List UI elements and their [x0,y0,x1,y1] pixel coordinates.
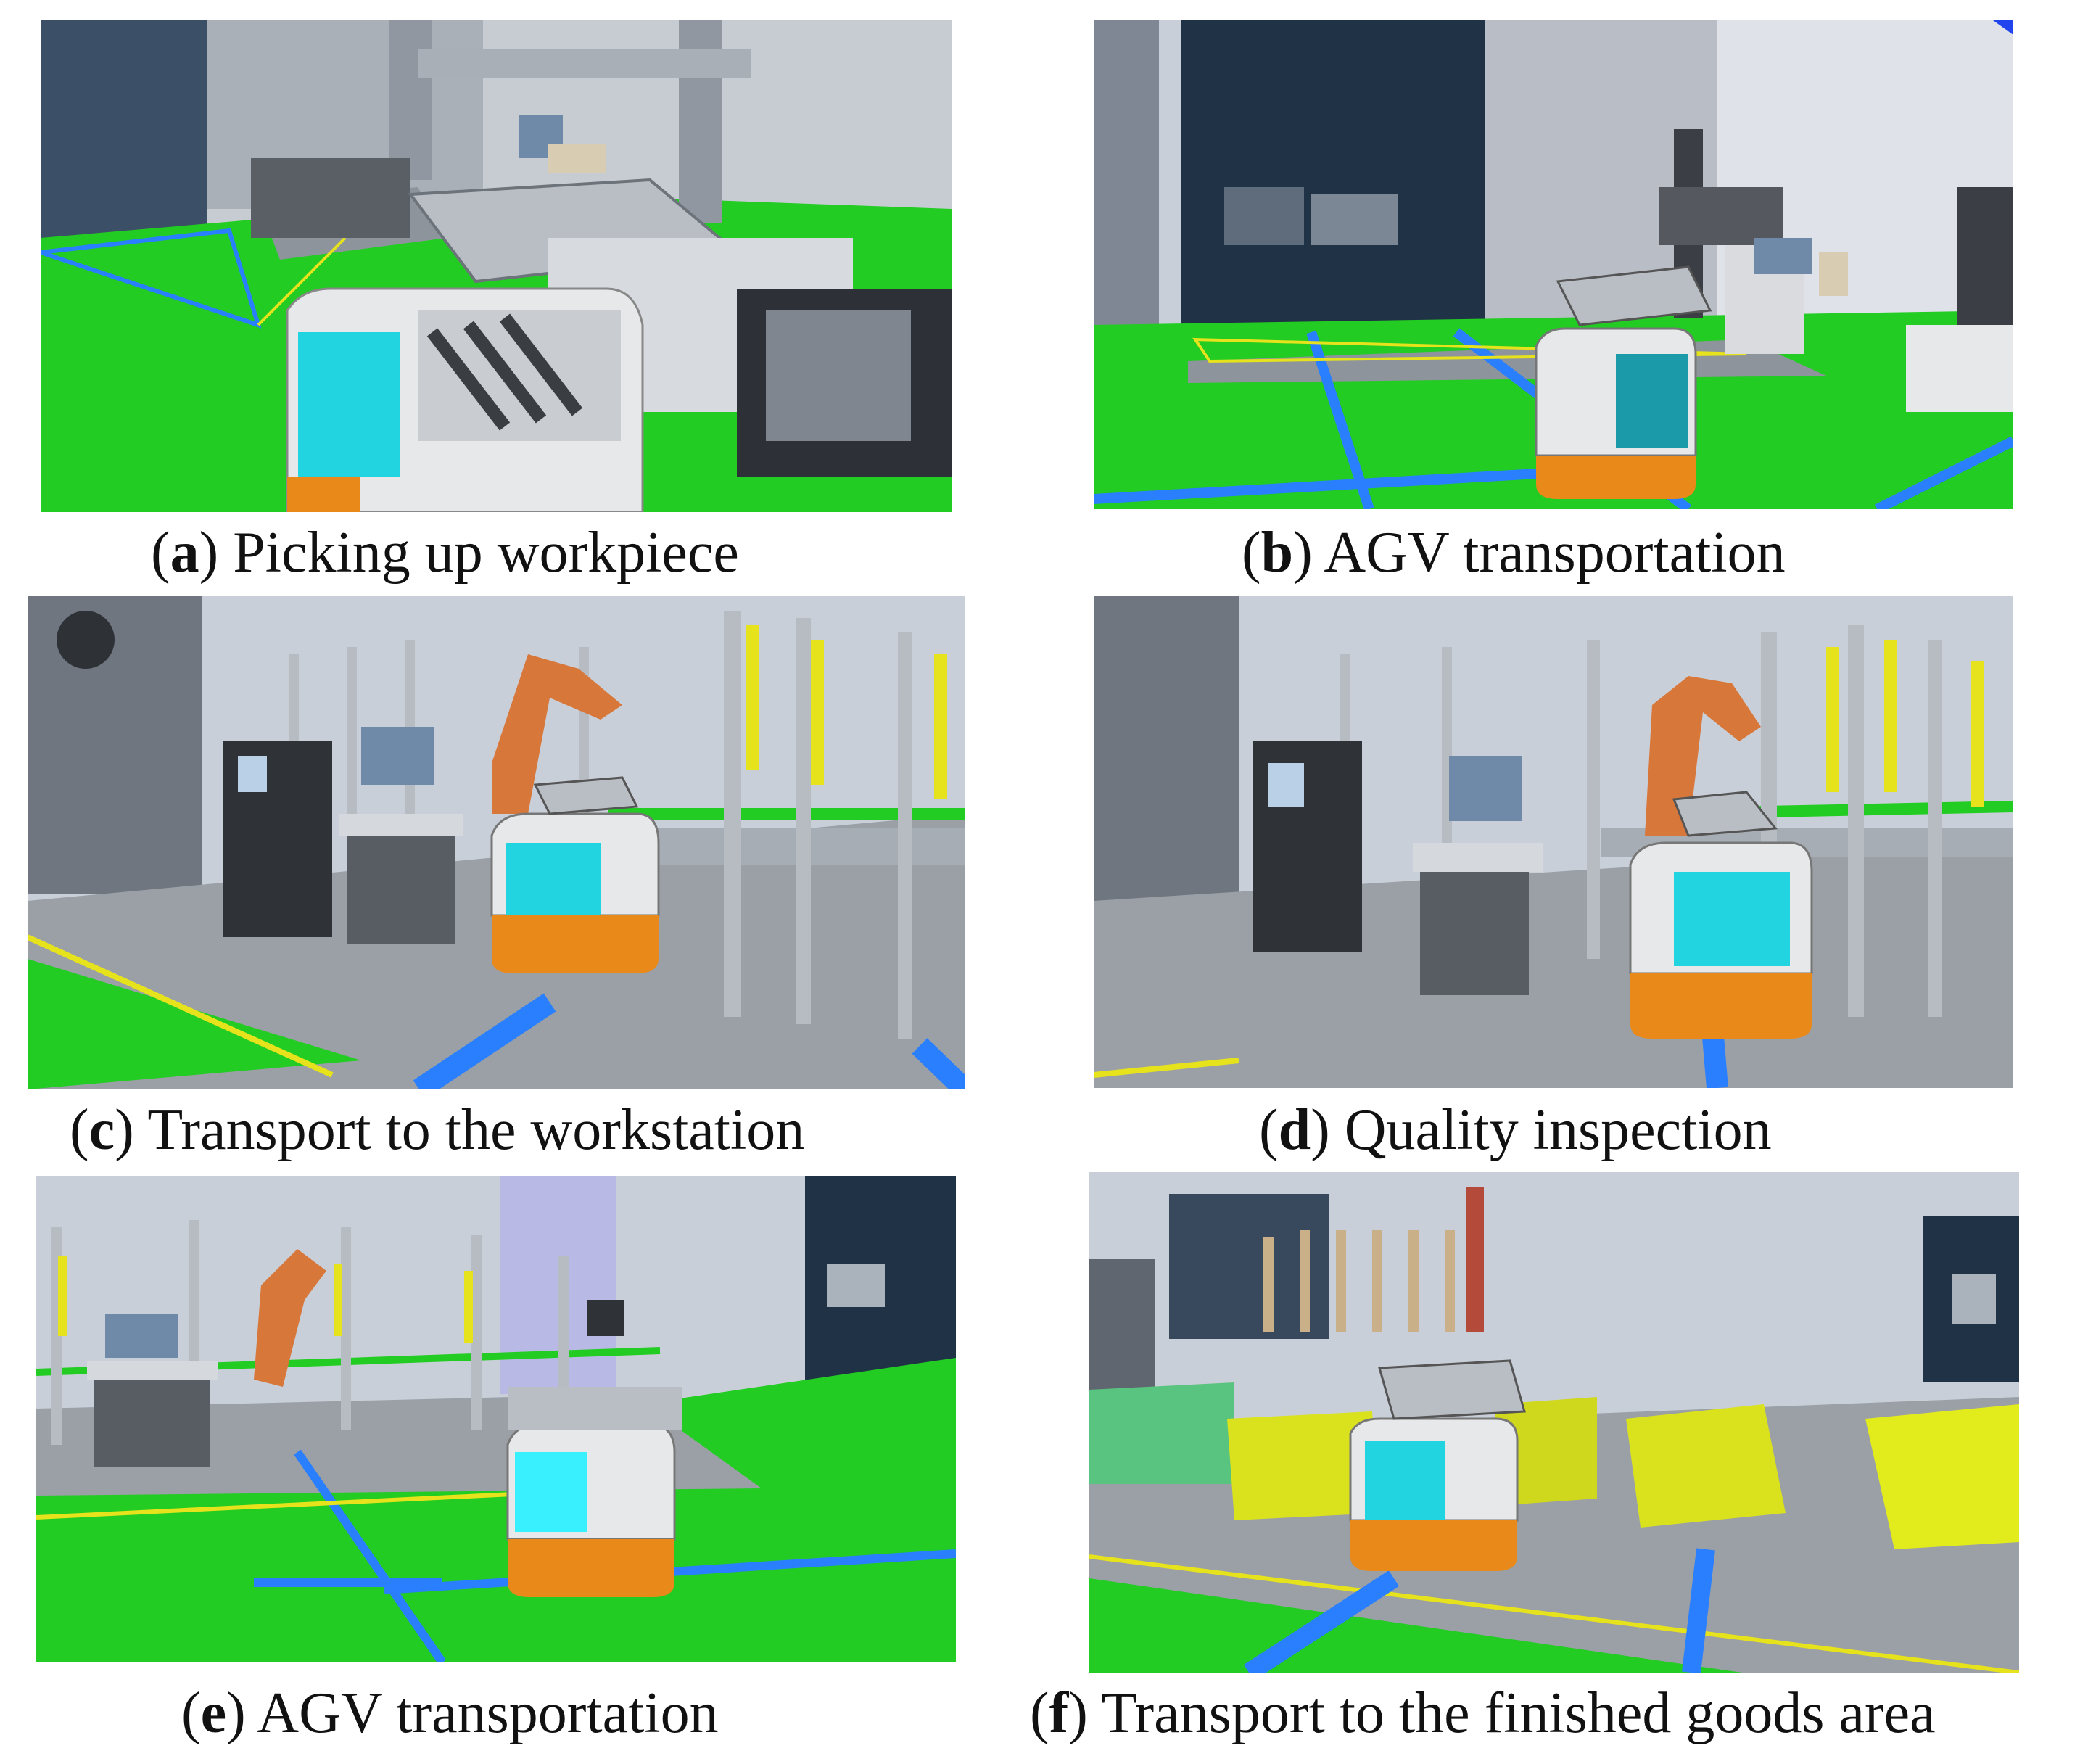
caption-c-letter: c [88,1098,115,1162]
panel-a-image [41,20,952,512]
caption-f: (f) Transport to the finished goods area [1030,1681,1936,1745]
caption-d-letter: d [1278,1098,1311,1162]
caption-e-text: AGV transportation [257,1681,719,1745]
caption-c-text: Transport to the workstation [147,1098,805,1162]
panel-f-image [1089,1172,2019,1673]
caption-f-letter: f [1049,1681,1069,1745]
caption-f-text: Transport to the finished goods area [1101,1681,1936,1745]
caption-a-letter: a [170,521,199,585]
caption-e-letter: e [200,1681,227,1745]
caption-b-letter: b [1260,521,1294,585]
panel-d-image [1094,596,2013,1088]
caption-e: (e) AGV transportation [181,1681,719,1745]
caption-b-text: AGV transportation [1324,521,1786,585]
panel-e-image [36,1176,956,1662]
caption-b: (b) AGV transportation [1242,521,1786,585]
caption-a-text: Picking up workpiece [233,521,739,585]
caption-d: (d) Quality inspection [1259,1098,1772,1162]
panel-c-image [28,596,965,1089]
caption-c: (c) Transport to the workstation [70,1098,805,1162]
panel-b-image [1094,20,2013,509]
caption-a: (a) Picking up workpiece [151,521,739,585]
caption-d-text: Quality inspection [1344,1098,1772,1162]
